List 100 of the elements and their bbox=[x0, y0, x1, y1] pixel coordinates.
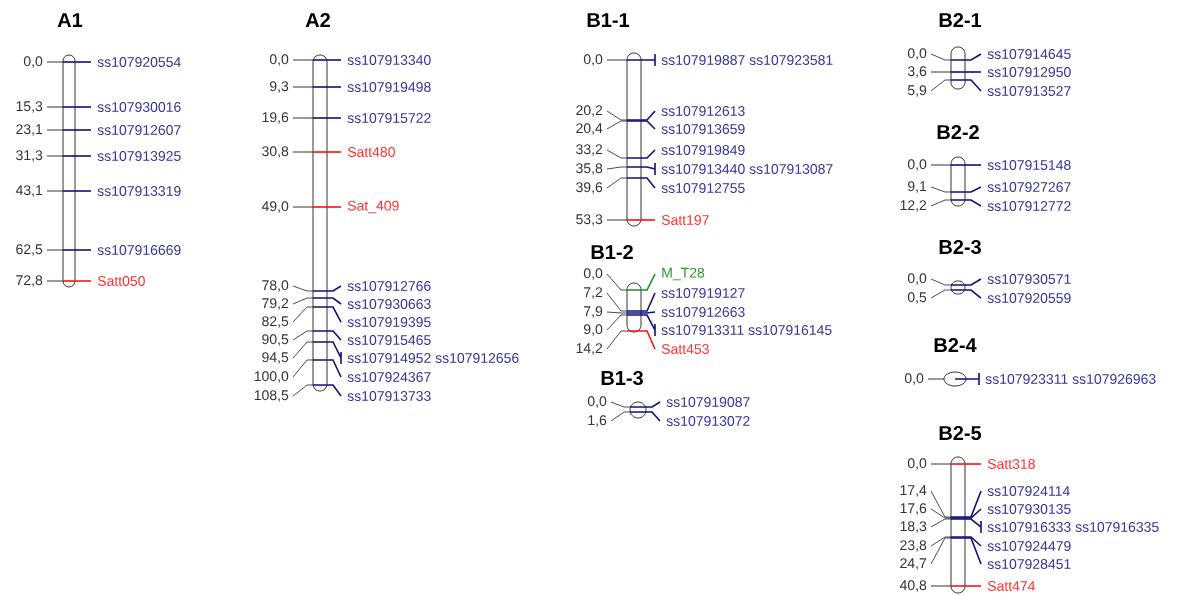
marker-label: ss107913527 bbox=[987, 86, 1071, 96]
marker-label: ss107916669 bbox=[97, 245, 181, 255]
marker-label: ss107912663 bbox=[661, 307, 745, 317]
marker-label: ss107913659 bbox=[661, 124, 745, 134]
chromosome-bar bbox=[626, 52, 642, 227]
position-label: 79,2 bbox=[262, 298, 289, 310]
marker-label: ss107930663 bbox=[347, 299, 431, 309]
chromosome-bar bbox=[629, 401, 647, 419]
position-label: 0,0 bbox=[583, 268, 603, 280]
position-label: 9,0 bbox=[584, 324, 603, 336]
position-label: 31,3 bbox=[16, 150, 43, 162]
marker-label: Satt050 bbox=[97, 276, 145, 286]
position-label: 72,8 bbox=[16, 275, 43, 287]
position-label: 9,3 bbox=[270, 81, 289, 93]
marker-label: ss107928451 bbox=[987, 559, 1071, 569]
group-title: B2-2 bbox=[937, 125, 979, 139]
position-label: 49,0 bbox=[261, 201, 289, 213]
position-label: 0,0 bbox=[907, 458, 927, 470]
position-label: 18,3 bbox=[900, 521, 927, 533]
marker-label: ss107915148 bbox=[987, 160, 1071, 170]
position-label: 0,0 bbox=[587, 396, 607, 408]
position-label: 39,6 bbox=[576, 182, 603, 194]
position-label: 3,6 bbox=[907, 66, 927, 78]
marker-label: ss107912950 bbox=[987, 67, 1071, 77]
position-label: 78,0 bbox=[262, 280, 289, 292]
position-label: 43,1 bbox=[15, 185, 43, 197]
group-title: B1-3 bbox=[601, 370, 643, 386]
marker-label: ss107912613 bbox=[661, 106, 745, 116]
position-label: 1,6 bbox=[588, 415, 607, 427]
marker-label: ss107913925 bbox=[97, 151, 181, 161]
marker-label: ss107920554 bbox=[97, 57, 181, 67]
marker-label: ss107919849 bbox=[661, 145, 745, 155]
marker-label: ss107919395 bbox=[347, 317, 431, 327]
chromosome-bar bbox=[950, 456, 966, 594]
position-label: 82,5 bbox=[262, 316, 289, 328]
marker-label: ss107919127 bbox=[661, 288, 745, 298]
position-label: 94,5 bbox=[262, 352, 289, 364]
position-label: 62,5 bbox=[16, 244, 43, 256]
position-label: 7,9 bbox=[584, 306, 603, 318]
marker-label: ss107915465 bbox=[347, 335, 431, 345]
marker-label: ss107924479 bbox=[987, 541, 1071, 551]
marker-label: M_T28 bbox=[662, 267, 705, 281]
position-label: 0,5 bbox=[907, 292, 927, 304]
position-label: 33,2 bbox=[576, 144, 603, 156]
marker-label: ss107919498 bbox=[347, 82, 431, 92]
marker-label: ss107920559 bbox=[987, 293, 1071, 303]
position-label: 20,2 bbox=[576, 105, 603, 117]
marker-label: Satt480 bbox=[347, 147, 395, 157]
position-label: 17,6 bbox=[900, 503, 927, 515]
position-label: 30,8 bbox=[262, 146, 289, 158]
position-label: 0,0 bbox=[907, 159, 927, 171]
position-label: 40,8 bbox=[899, 580, 927, 592]
marker-label: ss107913440 ss107913087 bbox=[661, 164, 833, 174]
marker-label: ss107913340 bbox=[347, 55, 431, 65]
marker-label: ss107919087 bbox=[666, 397, 750, 407]
position-label: 0,0 bbox=[904, 373, 924, 385]
marker-label: ss107913311 ss107916145 bbox=[661, 325, 832, 335]
position-label: 0,0 bbox=[907, 273, 927, 285]
position-label: 14,2 bbox=[576, 343, 603, 355]
position-label: 53,3 bbox=[576, 214, 603, 226]
marker-label: ss107927267 bbox=[987, 182, 1071, 192]
marker-label: ss107930135 bbox=[987, 504, 1071, 514]
marker-label: ss107914645 bbox=[987, 49, 1071, 59]
marker-label: Satt474 bbox=[987, 581, 1036, 591]
position-label: 12,2 bbox=[900, 200, 927, 212]
position-label: 20,4 bbox=[576, 123, 603, 135]
group-title: B2-1 bbox=[939, 13, 982, 27]
position-label: 35,8 bbox=[576, 163, 603, 175]
position-label: 23,1 bbox=[16, 124, 43, 136]
position-label: 24,7 bbox=[900, 558, 927, 570]
chromosome-bar bbox=[943, 371, 967, 387]
position-label: 5,9 bbox=[907, 85, 927, 97]
group-title: B2-3 bbox=[939, 239, 981, 255]
marker-label: ss107930571 bbox=[987, 274, 1071, 284]
marker-label: Sat_409 bbox=[347, 200, 399, 214]
marker-label: ss107916333 ss107916335 bbox=[987, 522, 1159, 532]
position-label: 0,0 bbox=[269, 54, 289, 66]
marker-label: ss107912755 bbox=[661, 183, 745, 193]
marker-label: ss107930016 bbox=[97, 102, 181, 112]
group-title: B2-5 bbox=[939, 425, 982, 441]
chromosome-bar bbox=[950, 280, 966, 295]
marker-label: ss107919887 ss107923581 bbox=[661, 55, 833, 65]
group-title: B1-1 bbox=[587, 13, 630, 27]
chromosome-bar bbox=[312, 54, 328, 392]
position-label: 108,5 bbox=[254, 390, 289, 402]
marker-label: ss107915722 bbox=[347, 113, 431, 123]
marker-label: Satt453 bbox=[661, 344, 709, 354]
position-label: 17,4 bbox=[900, 485, 927, 497]
marker-label: ss107912607 bbox=[97, 125, 181, 135]
marker-label: Satt318 bbox=[987, 459, 1035, 469]
marker-label: ss107923311 ss107926963 bbox=[985, 374, 1156, 384]
position-label: 23,8 bbox=[900, 540, 927, 552]
group-title: B1-2 bbox=[591, 245, 633, 259]
position-label: 7,2 bbox=[584, 287, 603, 299]
position-label: 0,0 bbox=[583, 54, 603, 66]
position-label: 0,0 bbox=[907, 48, 927, 60]
marker-label: ss107914952 ss107912656 bbox=[347, 353, 519, 363]
group-title: A1 bbox=[57, 13, 83, 27]
group-title: B2-4 bbox=[934, 338, 977, 352]
chromosome-bar bbox=[62, 54, 76, 288]
